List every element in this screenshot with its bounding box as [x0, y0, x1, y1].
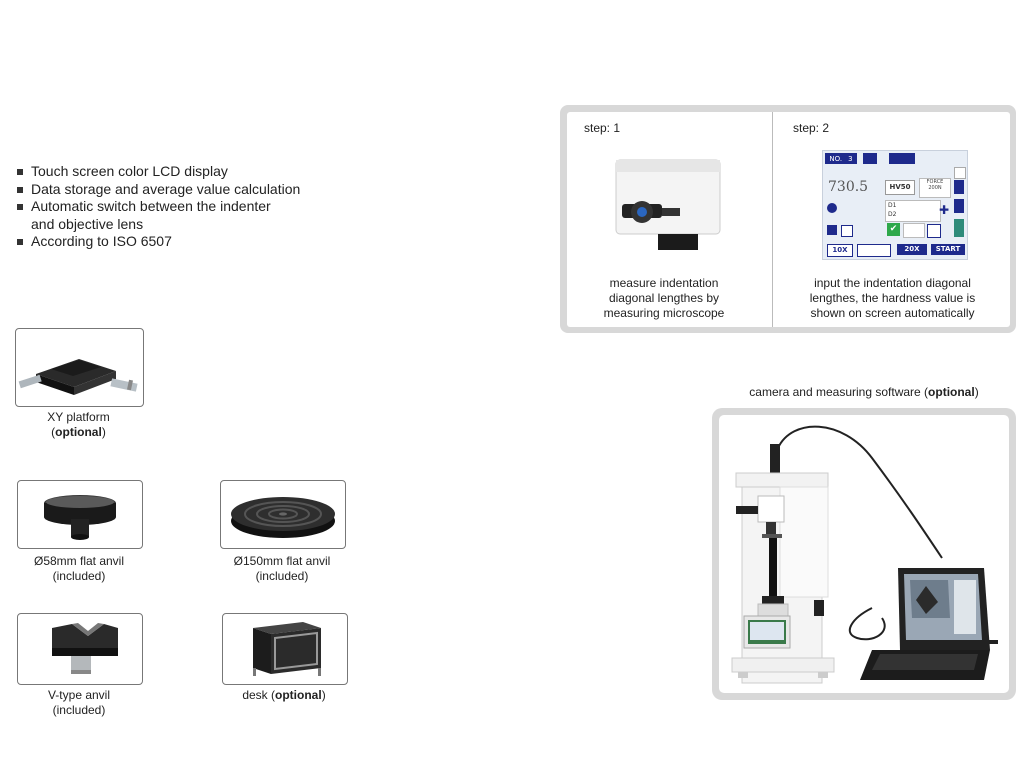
diagonal-inputs[interactable]: D1 D2	[885, 200, 941, 222]
turret-slider[interactable]	[857, 244, 891, 257]
anvil-150-note: (included)	[255, 569, 309, 583]
anvil-150-image	[220, 480, 346, 549]
hardness-tester-screen: NO. 3 730.5 HV50 FORCE 200N D1 D2 ✚ ✔ 10…	[822, 150, 968, 260]
camera-title: camera and measuring software (optional)	[716, 385, 1012, 399]
camera-title-prefix: camera and measuring software (	[749, 385, 929, 399]
force-display: FORCE 200N	[919, 178, 951, 198]
force-value: 200N	[928, 185, 942, 191]
confirm-check-icon[interactable]: ✔	[887, 223, 900, 236]
v-anvil-caption: V-type anvil (included)	[17, 688, 141, 718]
desk-caption: desk (optional)	[242, 688, 326, 702]
step-1-label: step: 1	[584, 121, 621, 135]
d1-label: D1	[888, 202, 897, 209]
record-number-label: NO.	[829, 154, 843, 163]
desk-name: desk	[242, 688, 268, 702]
hardness-tester-with-laptop-image	[722, 418, 1006, 695]
v-anvil-name: V-type anvil	[47, 688, 111, 702]
hardness-value: 730.5	[828, 179, 869, 195]
delete-icon[interactable]	[927, 224, 941, 238]
print-options-icon[interactable]	[954, 219, 964, 237]
step-2-desc-line: lengthes, the hardness value is	[809, 291, 976, 305]
record-number-value: 3	[848, 154, 853, 163]
step-1-desc-line: measure indentation	[609, 276, 719, 290]
feature-item: According to ISO 6507	[16, 233, 300, 251]
feature-item: Automatic switch between the indenter	[16, 198, 300, 216]
anvil-58-image	[17, 480, 143, 549]
feature-list: Touch screen color LCD display Data stor…	[16, 163, 300, 251]
step-2-desc-line: input the indentation diagonal	[814, 276, 971, 290]
xy-platform-note: optional	[55, 425, 102, 439]
bulb-icon[interactable]	[954, 199, 964, 213]
v-anvil-note: (included)	[52, 703, 106, 717]
objective-20x-button[interactable]: 20X	[897, 244, 927, 255]
steps-divider	[772, 112, 773, 327]
xy-platform-caption: XY platform (optional)	[15, 410, 142, 440]
step-1-desc-line: diagonal lengthes by	[608, 291, 720, 305]
printer-icon[interactable]	[827, 225, 837, 235]
feature-item-continued: and objective lens	[31, 215, 144, 232]
tools-icon[interactable]	[889, 153, 915, 164]
anvil-150-name: Ø150mm flat anvil	[233, 554, 331, 568]
anvil-150-caption: Ø150mm flat anvil (included)	[220, 554, 344, 584]
record-number: NO. 3	[825, 153, 857, 164]
xy-platform-image	[15, 328, 144, 407]
step-1-description: measure indentation diagonal lengthes by…	[567, 276, 761, 321]
force-label: FORCE	[926, 179, 944, 185]
feature-item: Data storage and average value calculati…	[16, 181, 300, 199]
save-icon[interactable]	[863, 153, 877, 164]
anvil-58-caption: Ø58mm flat anvil (included)	[17, 554, 141, 584]
desk-image	[222, 613, 348, 685]
camera-title-optional: optional	[928, 385, 975, 399]
d2-label: D2	[888, 211, 897, 218]
camera-title-suffix: )	[974, 385, 979, 399]
zoom-icon[interactable]: ✚	[939, 203, 950, 217]
objective-10x-button[interactable]: 10X	[827, 244, 853, 257]
count-field	[903, 223, 925, 238]
step-2-label: step: 2	[793, 121, 830, 135]
v-anvil-image	[17, 613, 143, 685]
refresh-icon[interactable]	[827, 203, 837, 213]
start-button[interactable]: START	[931, 244, 965, 255]
feature-item: Touch screen color LCD display	[16, 163, 300, 181]
xy-platform-name: XY platform	[47, 410, 110, 424]
light-icon[interactable]	[954, 180, 964, 194]
step-2-description: input the indentation diagonal lengthes,…	[775, 276, 1010, 321]
desk-note: optional	[275, 688, 322, 702]
anvil-58-note: (included)	[52, 569, 106, 583]
measuring-microscope-image	[612, 156, 724, 261]
scale-selector[interactable]: HV50	[885, 180, 915, 195]
step-1-desc-line: measuring microscope	[603, 306, 725, 320]
anvil-58-name: Ø58mm flat anvil	[33, 554, 125, 568]
clock-icon[interactable]	[841, 225, 853, 237]
next-arrow-icon[interactable]	[954, 167, 966, 179]
step-2-desc-line: shown on screen automatically	[810, 306, 975, 320]
